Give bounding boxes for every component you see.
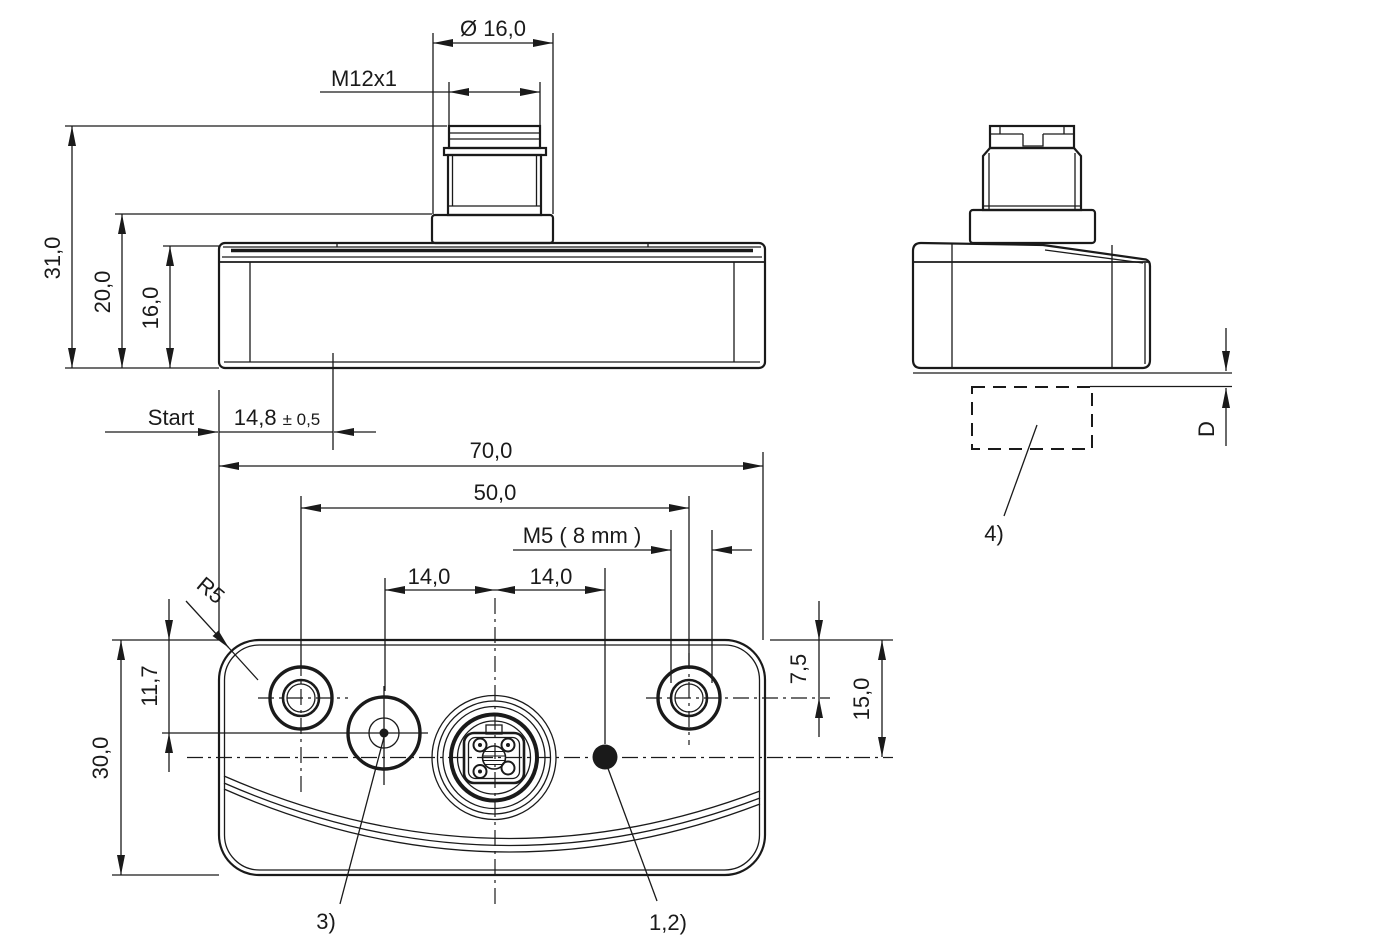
side-connector: [968, 124, 1097, 245]
dim-height-31: 31,0: [40, 126, 76, 368]
side-view: D 4): [911, 124, 1232, 546]
dim-teach-offset-11-7-label: 11,7: [137, 665, 162, 706]
dim-start-offset-label: 14,8± 0,5: [234, 405, 321, 430]
callout-led-label: 1,2): [649, 910, 687, 935]
dim-sensing-distance-label: D: [1194, 421, 1219, 437]
callout-teach-button: 3): [316, 736, 385, 934]
callout-target-label: 4): [984, 521, 1004, 546]
front-extension-lines: [65, 33, 554, 640]
connector-base: [430, 213, 555, 245]
front-housing-cap-lines: [219, 243, 765, 263]
dim-height-30: 30,0: [88, 640, 125, 875]
dim-pitch-14-right: 14,0: [495, 564, 605, 594]
dim-hole-offset-7-5: 7,5: [786, 601, 823, 737]
side-connector-base: [968, 208, 1097, 245]
dim-hole-offset-7-5-label: 7,5: [786, 654, 811, 685]
dim-center-offset-15-label: 15,0: [849, 678, 874, 721]
dim-height-20: 20,0: [90, 214, 126, 368]
dim-pitch-14-left-label: 14,0: [408, 564, 451, 589]
mounting-hole-right: [646, 653, 830, 745]
bottom-extension-lines: [112, 452, 893, 876]
dim-diameter-16-label: Ø 16,0: [460, 16, 526, 41]
callout-led: 1,2): [605, 762, 687, 935]
dim-hole-spacing-50: 50,0: [301, 480, 689, 512]
target-object-dashed-box: [971, 386, 1093, 450]
bottom-view: 70,0 50,0 M5 ( 8 mm ) 14,0 14,0 R5: [88, 438, 893, 935]
dim-pitch-14-left: 14,0: [385, 564, 495, 594]
dim-sensing-distance: D: [1194, 328, 1230, 446]
led-indicator-dot: [592, 744, 618, 770]
callout-teach-label: 3): [316, 909, 336, 934]
side-housing: [911, 241, 1152, 370]
front-connector: [430, 124, 555, 245]
dim-start-offset: Start 14,8± 0,5: [105, 405, 376, 436]
dim-width-70: 70,0: [219, 438, 763, 470]
dim-teach-offset-11-7: 11,7: [137, 599, 173, 772]
dim-height-16: 16,0: [138, 246, 174, 368]
dim-hole-spacing-50-label: 50,0: [474, 480, 517, 505]
callout-target: 4): [984, 424, 1038, 546]
connector-keyed-socket: [462, 731, 526, 785]
connector-center-key: [481, 745, 507, 770]
mounting-hole-left: [258, 660, 348, 792]
connector-face: [431, 694, 557, 821]
side-lens-wedge-line: [1044, 249, 1144, 264]
dim-thread-m12-label: M12x1: [331, 66, 397, 91]
dim-height-30-label: 30,0: [88, 737, 113, 780]
dim-pitch-14-right-label: 14,0: [530, 564, 573, 589]
side-connector-slot: [1022, 134, 1044, 147]
teach-button: [162, 686, 428, 785]
connector-pins: [472, 737, 516, 779]
side-housing-outline: [911, 241, 1152, 370]
connector-keyway-notch: [485, 724, 503, 735]
dim-thread-m5-label: M5 ( 8 mm ): [523, 523, 642, 548]
front-housing-inner-edges: [224, 262, 760, 363]
dim-diameter-16: Ø 16,0: [433, 16, 553, 47]
dim-thread-m5: M5 ( 8 mm ): [513, 523, 752, 554]
dim-center-offset-15: 15,0: [849, 640, 886, 757]
start-label: Start: [148, 405, 194, 430]
connector-thread-top: [447, 124, 542, 150]
dim-height-20-label: 20,0: [90, 271, 115, 314]
side-connector-top: [988, 124, 1076, 150]
side-connector-nut: [981, 146, 1083, 212]
dim-width-70-label: 70,0: [470, 438, 513, 463]
lens-window-arcs: [223, 775, 761, 853]
dim-height-31-label: 31,0: [40, 237, 65, 280]
front-view: Ø 16,0 M12x1 31,0 20,0 16,0 Start 14,8± …: [40, 16, 767, 640]
dim-height-16-label: 16,0: [138, 287, 163, 330]
dim-corner-radius-r5-label: R5: [192, 572, 230, 609]
dim-thread-m12: M12x1: [320, 66, 540, 96]
